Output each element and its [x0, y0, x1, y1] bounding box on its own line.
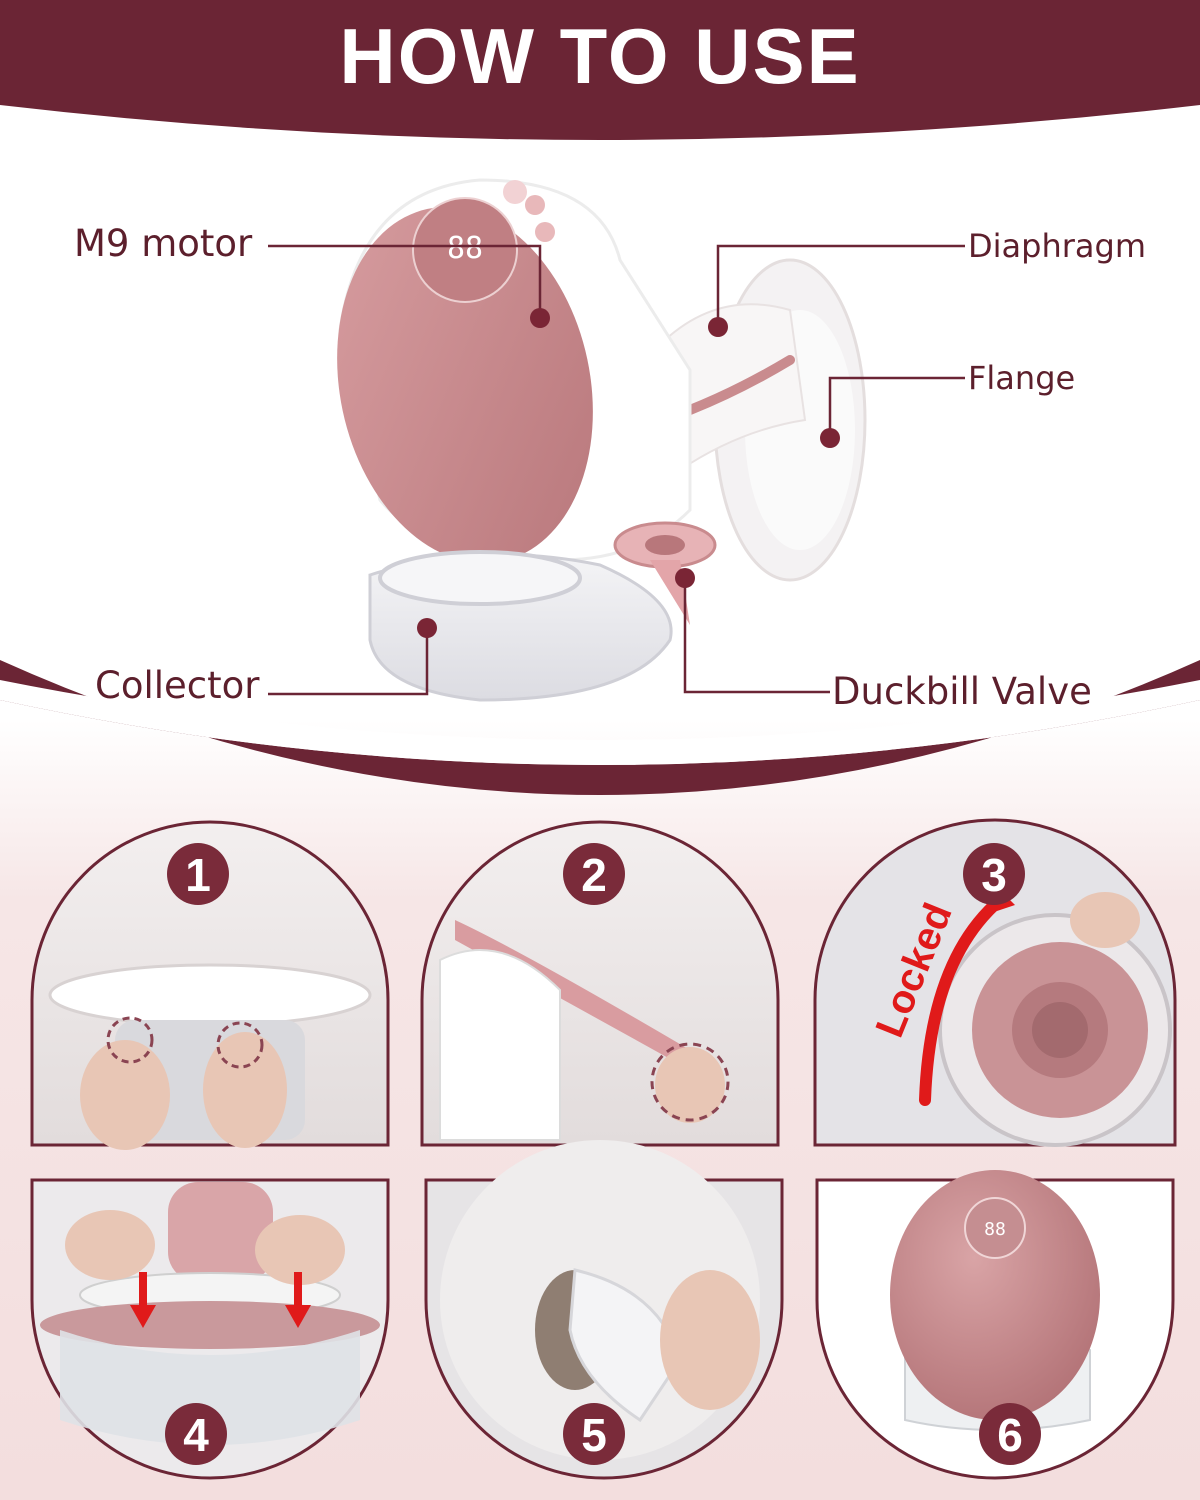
svg-text:3: 3 [981, 849, 1007, 901]
header-band [0, 0, 1200, 140]
pump-illustration: 88 [337, 178, 867, 702]
product-display-reading: 88 [984, 1219, 1006, 1240]
svg-text:2: 2 [581, 849, 607, 901]
step-panel-3 [813, 818, 1177, 1147]
step-panel-1 [30, 820, 390, 1150]
label-collector: Collector [95, 664, 260, 707]
step-badge-4: 4 [165, 1403, 227, 1465]
svg-text:1: 1 [185, 849, 211, 901]
step-badges: 1 2 3 4 5 6 [165, 843, 1041, 1465]
step-badge-2: 2 [563, 843, 625, 905]
svg-text:4: 4 [183, 1409, 209, 1461]
label-flange: Flange [968, 359, 1076, 397]
step-panel-4 [30, 1178, 390, 1480]
label-motor: M9 motor [74, 222, 253, 265]
leader-lines [268, 244, 965, 696]
svg-text:6: 6 [997, 1409, 1023, 1461]
step-panel-6: 88 [815, 1170, 1175, 1480]
svg-text:5: 5 [581, 1409, 607, 1461]
step-badge-1: 1 [167, 843, 229, 905]
step-panel-2 [420, 820, 780, 1147]
step-panel-5 [424, 1140, 784, 1480]
step-badge-3: 3 [963, 843, 1025, 905]
motor-display-reading: 88 [447, 231, 483, 266]
leader-dots [417, 308, 840, 638]
section-divider [0, 660, 1200, 795]
label-valve: Duckbill Valve [832, 670, 1092, 713]
step-badge-6: 6 [979, 1403, 1041, 1465]
page-title: HOW TO USE [339, 12, 861, 100]
label-diaphragm: Diaphragm [968, 227, 1146, 265]
step-badge-5: 5 [563, 1403, 625, 1465]
